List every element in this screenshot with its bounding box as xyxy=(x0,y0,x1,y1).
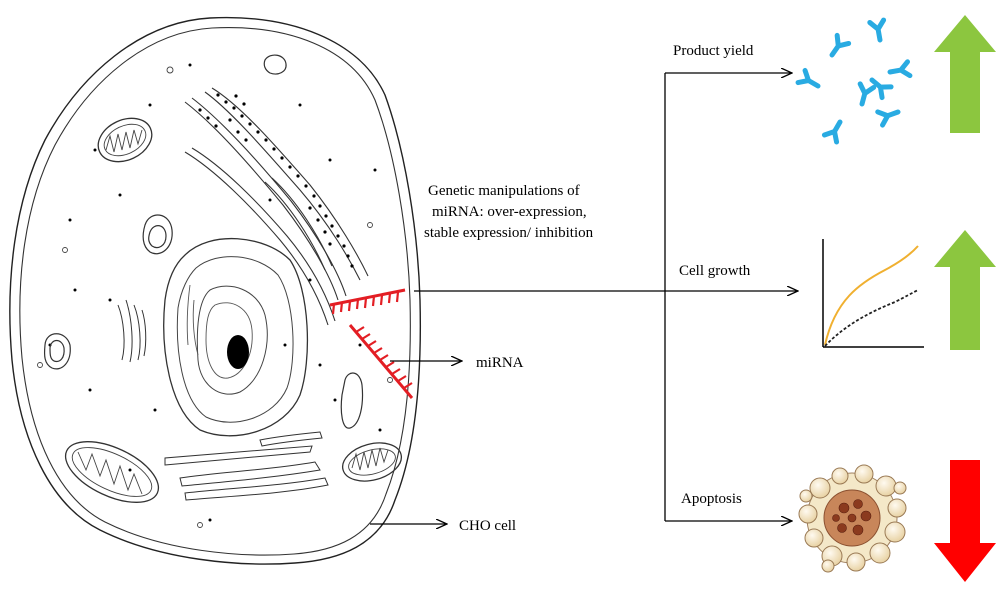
apoptotic-cell-icon xyxy=(798,464,907,573)
growth-curve-icon xyxy=(822,239,924,348)
cisternae xyxy=(164,431,329,501)
mitochondrion-top xyxy=(97,117,153,163)
vacuoles xyxy=(43,54,364,429)
antibody-icon xyxy=(798,20,910,142)
up-arrow-cell-growth xyxy=(934,230,996,350)
down-arrow-apoptosis xyxy=(934,460,996,582)
mirna-molecule-1 xyxy=(329,288,406,315)
manipulation-label: Genetic manipulations of miRNA: over-exp… xyxy=(424,183,594,241)
connector-lines xyxy=(370,73,798,524)
cytoplasm-granules xyxy=(48,63,382,522)
golgi-apparatus xyxy=(117,299,147,363)
mitochondrion-bottom-right xyxy=(342,442,402,482)
cho-cell-label: CHO cell xyxy=(459,518,516,534)
manipulation-label-line-1: Genetic manipulations of xyxy=(428,183,580,199)
product-yield-label: Product yield xyxy=(673,43,754,59)
nucleolus xyxy=(227,335,249,369)
small-vesicles xyxy=(37,66,393,528)
apoptotic-blebs xyxy=(798,464,907,573)
mirna-molecule-2 xyxy=(348,324,414,399)
cho-cell xyxy=(9,16,422,565)
ribosomes xyxy=(198,93,354,268)
cell-growth-label: Cell growth xyxy=(679,263,751,279)
endoplasmic-reticulum xyxy=(184,87,369,326)
apoptosis-label: Apoptosis xyxy=(681,491,742,507)
mitochondrion-bottom-left xyxy=(64,441,160,503)
apoptotic-fragments xyxy=(832,499,872,536)
growth-curve-lower xyxy=(824,289,919,347)
up-arrow-product-yield xyxy=(934,15,996,133)
manipulation-label-line-3: stable expression/ inhibition xyxy=(424,225,594,241)
growth-curve-upper xyxy=(824,245,919,346)
cell-membrane-inner xyxy=(19,27,411,556)
nucleus xyxy=(163,238,309,437)
manipulation-label-line-2: miRNA: over-expression, xyxy=(432,204,587,220)
mirna-label: miRNA xyxy=(476,355,524,371)
cell-membrane-outer xyxy=(9,16,422,565)
